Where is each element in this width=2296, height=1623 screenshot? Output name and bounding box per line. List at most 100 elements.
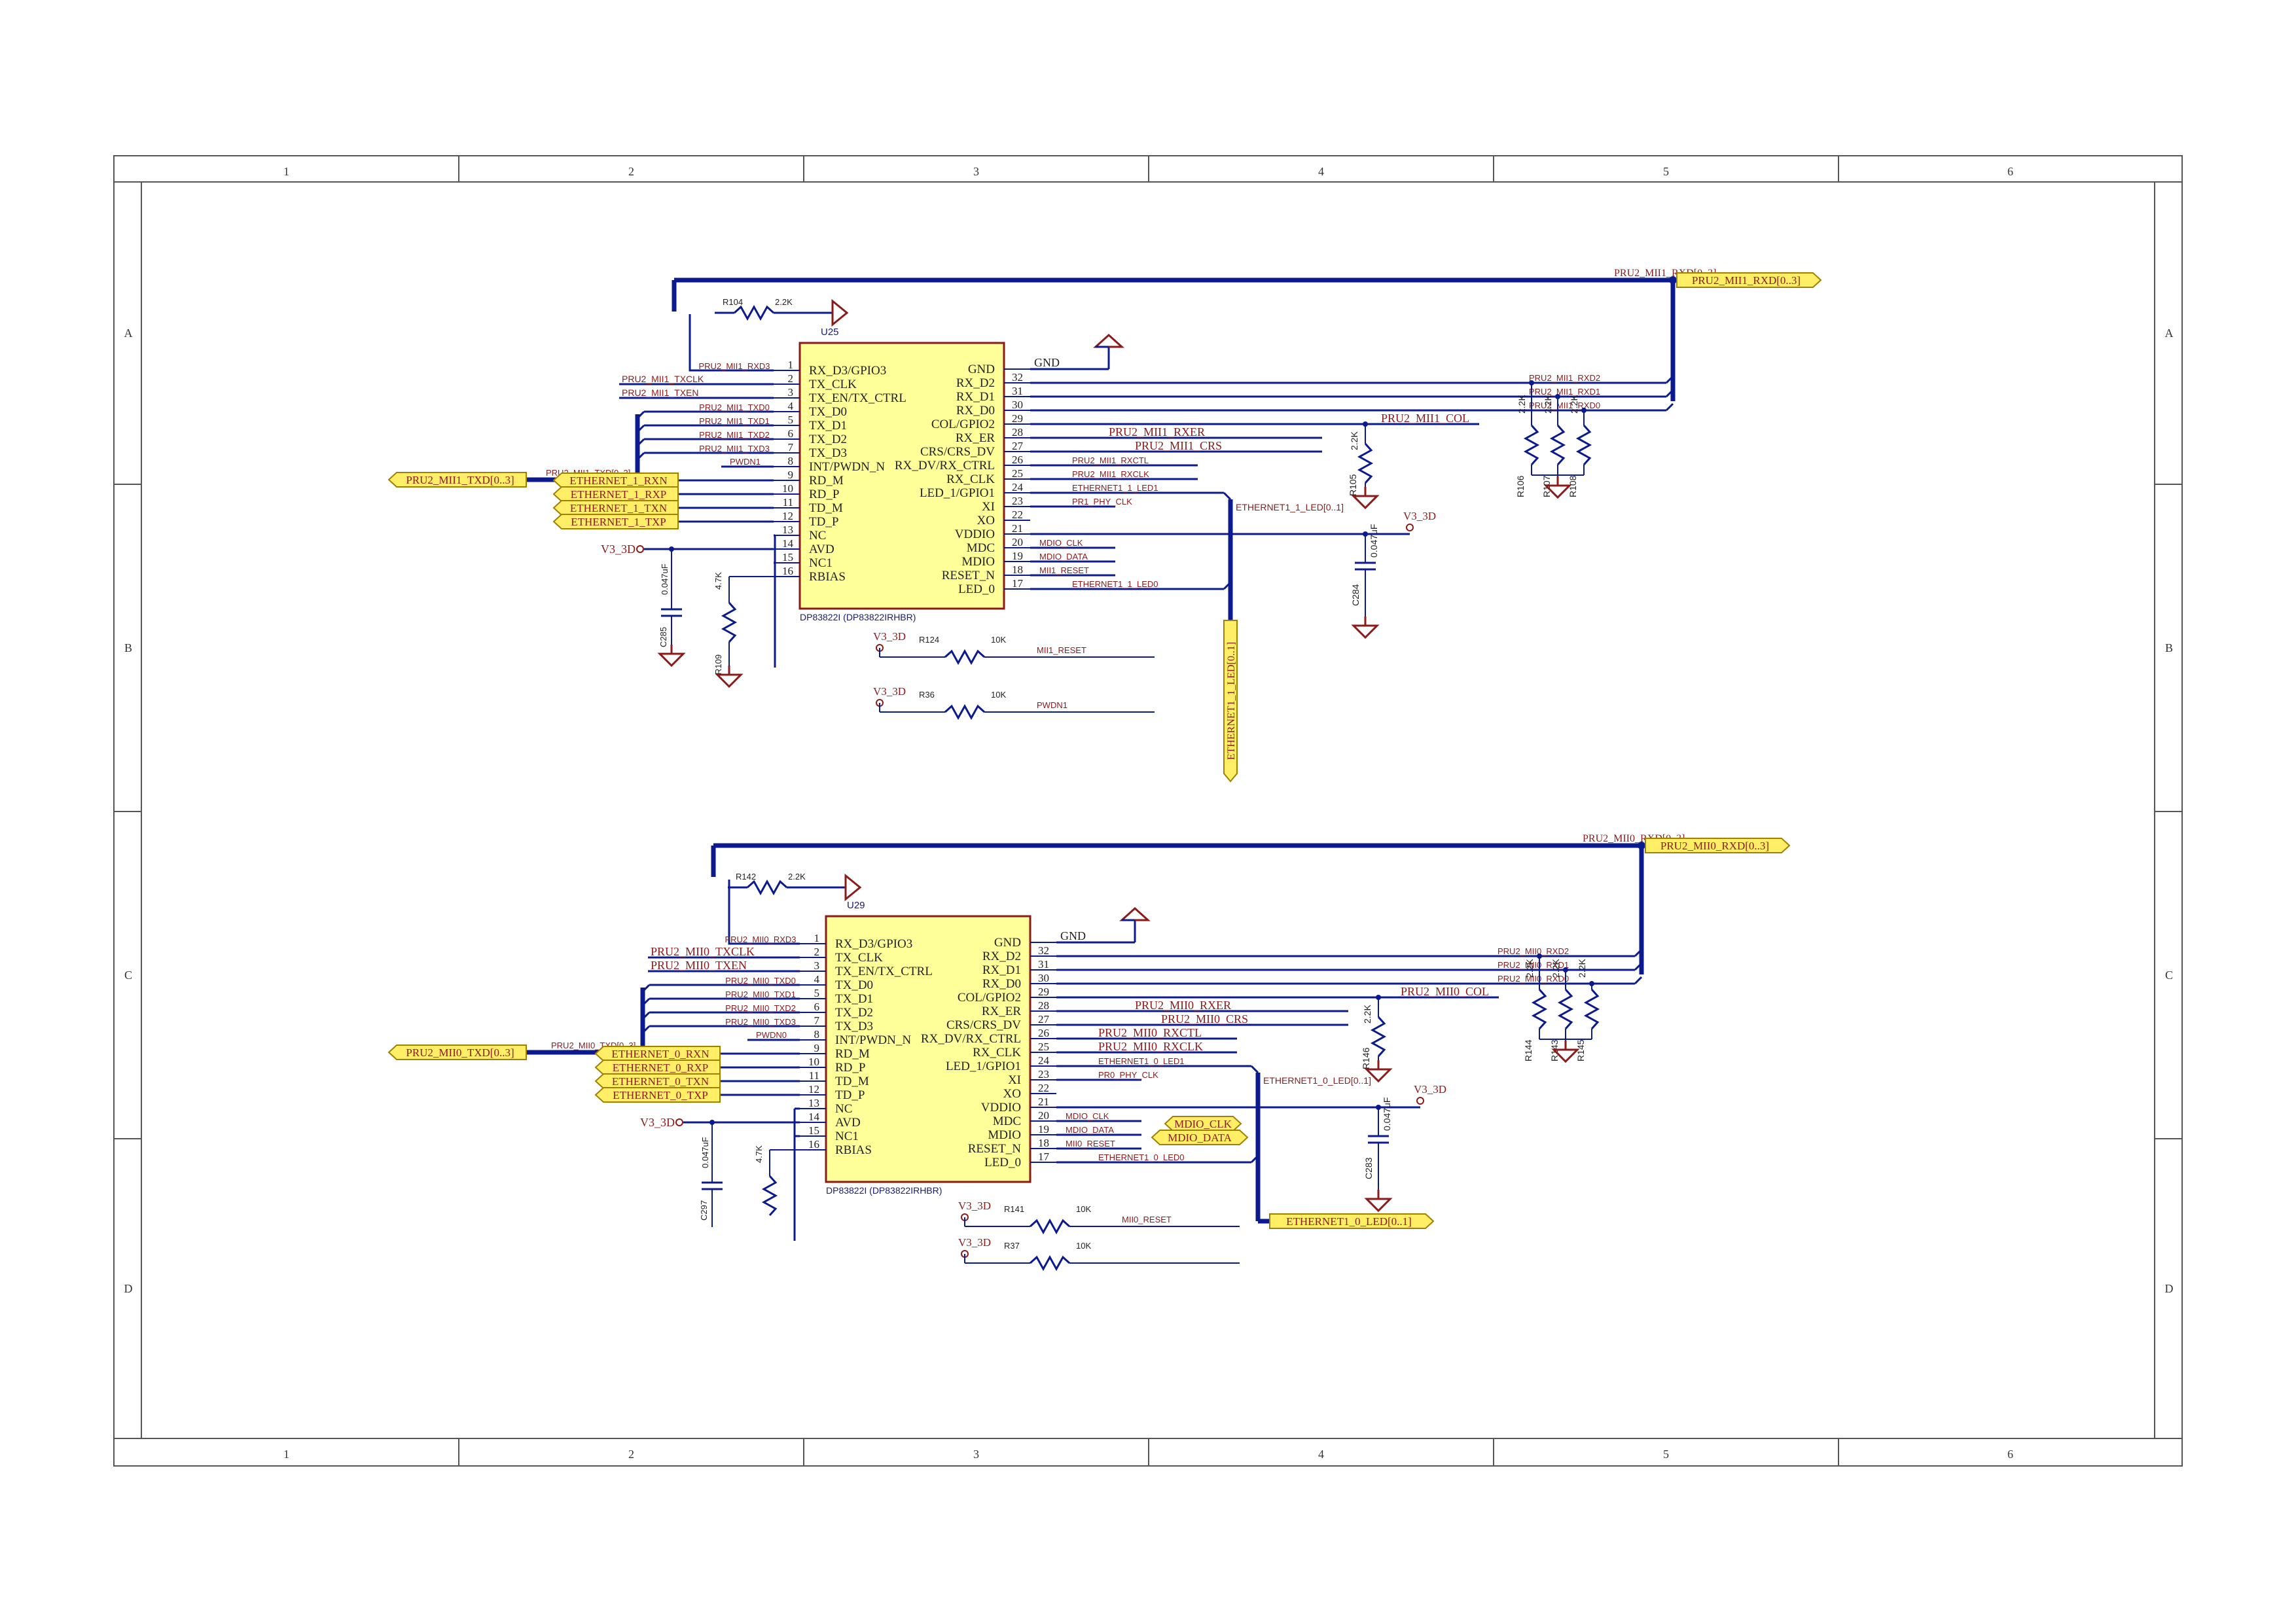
net-label: PRU2_MII1_TXD3 [699,444,770,454]
port-label: PRU2_MII0_TXD[0..3] [406,1046,514,1059]
port-shape [594,1060,721,1075]
pin-name: VDDIO [981,1101,1021,1115]
pin-number: 21 [1012,522,1023,535]
resistor-value: 10K [991,635,1006,645]
pin-number: 3 [814,959,820,972]
pin-number: 27 [1012,440,1024,452]
pin-number: 21 [1038,1096,1049,1108]
pin-name: RX_D3/GPIO3 [809,364,886,378]
pin-number: 13 [782,524,793,536]
port-txd: PRU2_MII0_TXD[0..3] [387,1044,527,1060]
resistor-value: 2.2K [1516,395,1527,414]
pin-name: RX_D1 [956,390,995,404]
pin-number: 22 [1038,1082,1049,1094]
ground-triangle [1351,495,1380,510]
port-shape [1223,620,1238,783]
resistor-body [1370,1016,1387,1058]
pin-number: 26 [1038,1027,1049,1039]
sheet-frame [113,155,2183,1467]
resistor-refdes: R145 [1575,1039,1586,1061]
port-ethernet: ETHERNET_1_TXN [552,500,679,516]
pin-name: RX_D2 [956,376,995,390]
pin-number: 10 [782,482,793,495]
pin-name: TX_D3 [809,446,847,460]
port-label: ETHERNET_1_RXN [569,474,667,487]
supply-pin [675,1118,683,1126]
pin-number: 19 [1012,550,1023,562]
resistor-body [1549,424,1566,466]
pin-number: 2 [788,372,794,385]
resistor-body [1557,988,1574,1030]
net-label: PRU2_MII0_RXD1 [1498,960,1569,970]
chip-refdes: U25 [821,327,839,338]
resistor-refdes: R146 [1361,1047,1371,1069]
pin-name: RD_P [835,1061,865,1075]
capacitor-refdes: C297 [699,1200,709,1221]
ground-symbol [1351,487,1380,510]
ground-triangle [657,652,686,668]
pin-name: LED_0 [958,582,995,596]
pin-name: RX_DV/RX_CTRL [895,459,995,473]
resistor-value: 2.2K [788,872,806,882]
pin-name: TD_M [835,1075,869,1088]
pin-name: RX_D2 [982,950,1021,963]
net-label: PR0_PHY_CLK [1098,1070,1158,1080]
zone-col-bottom: 6 [2007,1448,2013,1461]
bus-label: ETHERNET1_1_LED[0..1] [1236,502,1344,512]
gnd-label: GND [1060,929,1086,942]
pin-number: 2 [814,946,820,958]
pin-name: CRS/CRS_DV [920,445,995,459]
pin-name: INT/PWDN_N [835,1033,911,1047]
zone-row-right: A [2165,327,2174,340]
net-label: PRU2_MII1_RXD3 [698,361,770,371]
pin-number: 4 [788,400,794,412]
zone-row-right: C [2165,969,2173,982]
resistor-body [944,704,986,721]
bus-entry [636,438,645,447]
pin-name: INT/PWDN_N [809,460,885,474]
port-shape [1151,1130,1249,1145]
resistor-body [746,879,788,896]
net-label: ETHERNET1_1_LED0 [1072,579,1158,589]
net-label: MII0_RESET [1066,1139,1115,1149]
bus-entry [1634,962,1643,971]
bus-entry [641,1011,651,1020]
port-shape [594,1046,721,1061]
pin-name: TX_D1 [835,992,873,1006]
pin-number: 24 [1038,1054,1050,1067]
pin-number: 30 [1038,972,1049,984]
net-label: PWDN0 [756,1030,787,1040]
port-ethernet: ETHERNET_0_TXP [594,1087,721,1103]
chip-part-number: DP83822I (DP83822IRHBR) [826,1185,942,1196]
pin-name: COL/GPIO2 [931,418,995,431]
pin-name: LED_0 [984,1156,1021,1169]
pin-name: COL/GPIO2 [958,991,1021,1005]
port-rxd: PRU2_MII0_RXD[0..3] [1645,838,1791,853]
pin-name: RESET_N [968,1142,1022,1156]
resistor-body [761,1175,778,1217]
pin-name: NC1 [835,1130,859,1143]
bus-entry [1250,1065,1259,1074]
net-label: PRU2_MII0_RXCLK [1098,1040,1203,1053]
net-label: ETHERNET1_0_LED0 [1098,1152,1185,1162]
port-label: MDIO_CLK [1174,1118,1232,1130]
pin-name: TX_EN/TX_CTRL [809,391,906,405]
resistor-value: 2.2K [775,297,793,307]
net-label: ETHERNET1_0_LED1 [1098,1056,1185,1066]
resistor-refdes: R37 [1004,1241,1020,1251]
pin-name: MDC [993,1115,1021,1128]
zone-col-bottom: 3 [973,1448,979,1461]
pin-number: 28 [1012,426,1023,438]
port-txd: PRU2_MII1_TXD[0..3] [387,472,527,488]
pin-number: 8 [814,1028,820,1041]
port-shape [387,472,527,488]
ground-symbol [657,645,686,668]
bus-entry [1665,375,1674,384]
resistor-value: 2.2K [1524,959,1535,978]
resistor-body [721,601,738,643]
net-label: MDIO_CLK [1066,1111,1109,1121]
resistor-body [1357,442,1374,484]
pin-number: 4 [814,973,820,986]
pin-number: 17 [1038,1150,1050,1163]
rxd3-wire [689,314,774,372]
